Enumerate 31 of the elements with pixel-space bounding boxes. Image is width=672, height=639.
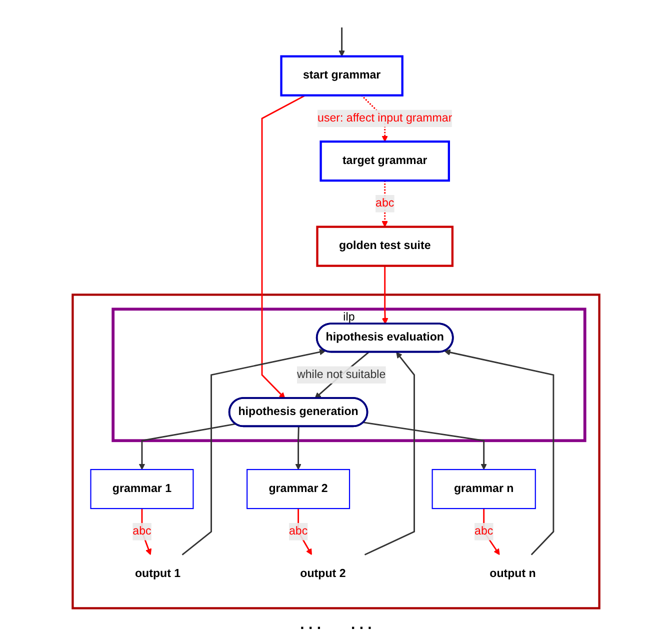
edge-label: user: affect input grammar [318,112,452,124]
node-box: start grammar [280,55,404,96]
arrow [364,352,415,556]
node-text: output 2 [300,568,346,580]
arrow [363,422,488,470]
arrow [182,348,326,556]
arrow [483,508,500,556]
arrow [261,94,306,399]
node-text: output n [490,568,536,580]
node-box: target grammar [320,140,450,182]
node-box: golden test suite [316,226,454,267]
arrow [382,266,388,324]
arrow [295,426,302,470]
edge-label: abc [132,525,152,538]
arrow [298,508,312,556]
node-box: grammar 2 [246,468,350,510]
arrow [138,423,236,470]
arrow [382,180,388,228]
arrow [338,27,345,57]
node-box: grammar 1 [90,468,194,510]
edge-label: abc [376,197,394,210]
edge-label: abc [288,525,308,538]
ellipsis-text: . . . [351,616,372,633]
arrow [444,349,554,556]
edge-label: abc [474,525,494,538]
ellipsis-text: . . . [300,616,321,633]
node-text: output 1 [134,568,181,580]
arrow [141,508,152,556]
cluster [72,294,600,610]
node-box: grammar n [432,468,536,510]
edge-label: while not suitable [297,368,386,381]
